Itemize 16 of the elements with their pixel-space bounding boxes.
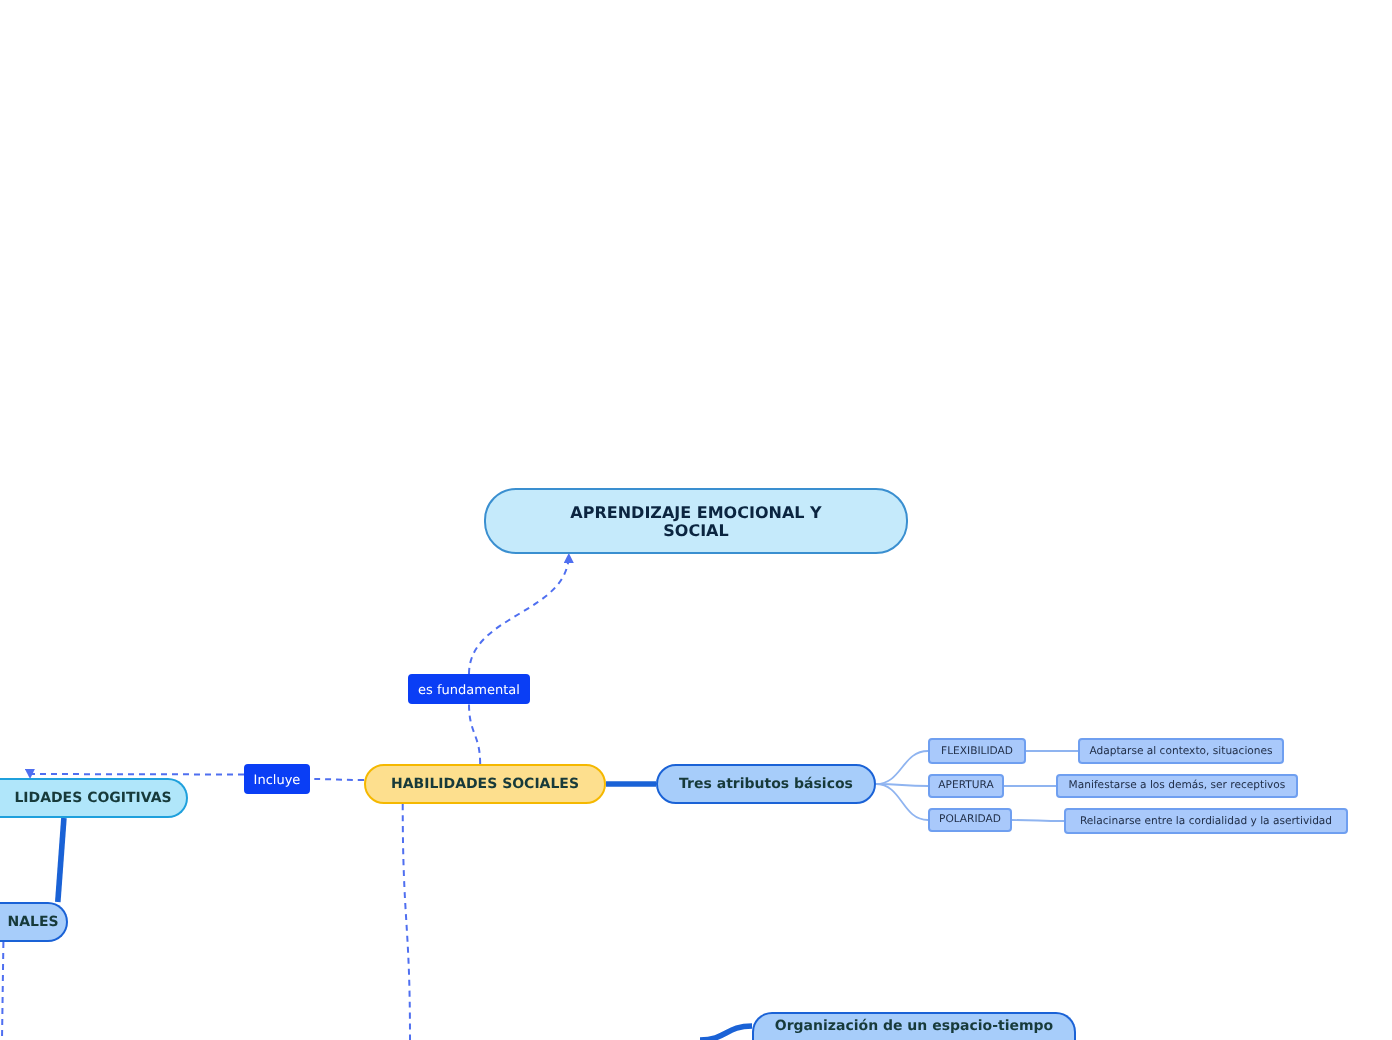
branch-line bbox=[1011, 819, 1065, 822]
relation-line bbox=[468, 553, 573, 675]
relation-line bbox=[24, 768, 245, 779]
relation-line bbox=[1, 941, 5, 1040]
branch-line bbox=[1003, 785, 1057, 787]
branch-line bbox=[875, 750, 929, 785]
branch-line bbox=[699, 1023, 753, 1040]
relation-line bbox=[468, 703, 482, 765]
branch-line bbox=[606, 781, 656, 787]
relation-line bbox=[309, 778, 365, 781]
branch-line bbox=[1025, 750, 1079, 752]
topic-box: APRENDIZAJE EMOCIONAL Y SOCIAL bbox=[484, 488, 908, 554]
branch-line bbox=[55, 817, 67, 903]
branch-line bbox=[875, 783, 929, 821]
relation-line bbox=[401, 803, 411, 1040]
branch-line bbox=[875, 783, 929, 787]
